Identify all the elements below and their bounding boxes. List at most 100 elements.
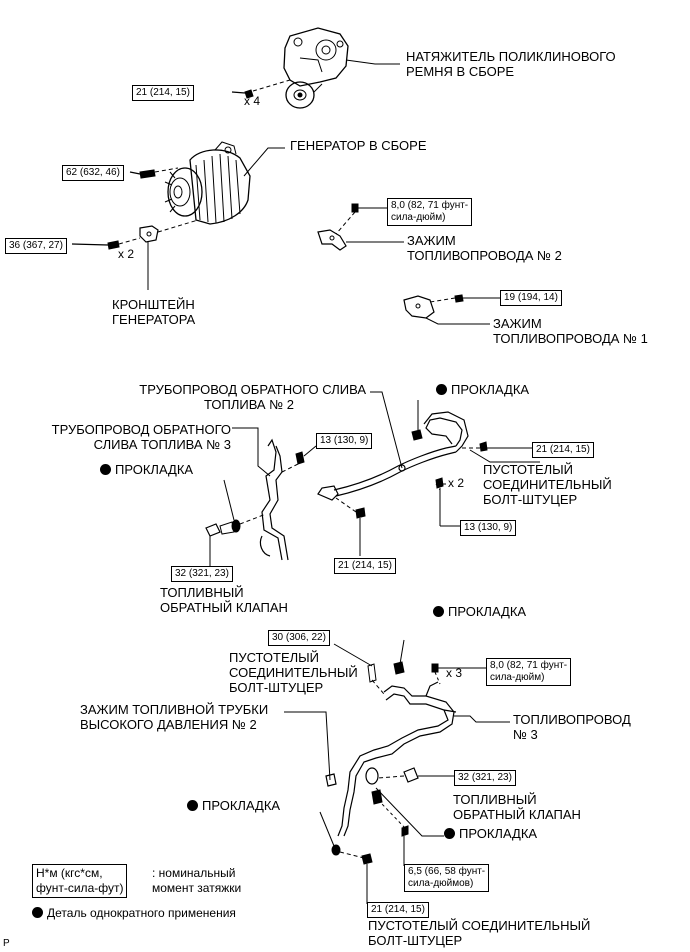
generator-bracket — [139, 225, 159, 243]
fuel-pipe-clamp-2 — [317, 229, 347, 251]
tensioner-label-line1: НАТЯЖИТЕЛЬ ПОЛИКЛИНОВОГО — [406, 49, 616, 64]
qty-x3: x 3 — [446, 666, 463, 680]
single-use-dot-icon — [444, 828, 455, 839]
qty-x2-pipe: x 2 — [448, 476, 465, 490]
legend-single-use: Деталь однократного применения — [32, 906, 236, 921]
tensioner-label: НАТЯЖИТЕЛЬ ПОЛИКЛИНОВОГО РЕМНЯ В СБОРЕ — [406, 49, 616, 79]
generator-label: ГЕНЕРАТОР В СБОРЕ — [290, 138, 427, 153]
legend-unit-desc-line2: момент затяжки — [152, 881, 242, 895]
corner-mark: P — [3, 938, 10, 949]
single-use-dot-icon — [187, 800, 198, 811]
gasket-label-3: ПРОКЛАДКА — [433, 604, 526, 619]
union-bolt3-label-line2: БОЛТ-ШТУЦЕР — [368, 933, 463, 948]
bracket-label-line2: ГЕНЕРАТОРА — [112, 312, 196, 327]
bracket-label-line1: КРОНШТЕЙН — [112, 297, 195, 312]
torque-small-line1: 6,5 (66, 58 фунт- — [408, 866, 486, 877]
hp-clamp-label: ЗАЖИМ ТОПЛИВНОЙ ТРУБКИ ВЫСОКОГО ДАВЛЕНИЯ… — [80, 702, 268, 732]
legend-unit-line1: Н*м (кгс*см, — [36, 866, 103, 880]
check-valve1-label-line2: ОБРАТНЫЙ КЛАПАН — [160, 600, 288, 615]
gasket-text-4: ПРОКЛАДКА — [202, 798, 281, 813]
legend-unit-desc: : номинальный момент затяжки — [152, 866, 241, 896]
clamp1-label: ЗАЖИМ ТОПЛИВОПРОВОДА № 1 — [493, 316, 648, 346]
torque-x3-line1: 8,0 (82, 71 фунт- — [490, 660, 568, 671]
torque-clamp2: 8,0 (82, 71 фунт- сила-дюйм) — [387, 198, 473, 226]
union-bolt1-label-line1: ПУСТОТЕЛЫЙ — [483, 462, 574, 477]
fuel-pipe-3 — [337, 681, 457, 837]
torque-small: 6,5 (66, 58 фунт- сила-дюймов) — [404, 864, 490, 892]
fuel-pipe3-label: ТОПЛИВОПРОВОД № 3 — [513, 712, 631, 742]
torque-union3: 21 (214, 15) — [367, 902, 429, 918]
torque-clamp2-line2: сила-дюйм) — [391, 212, 446, 223]
return-pipe3-label-line1: ТРУБОПРОВОД ОБРАТНОГО — [51, 422, 231, 437]
tensioner-assembly — [283, 27, 349, 109]
fuel-pipe-clamp-1 — [403, 295, 435, 319]
tensioner-label-line2: РЕМНЯ В СБОРЕ — [406, 64, 515, 79]
single-use-dot-icon — [436, 384, 447, 395]
check-valve1-label: ТОПЛИВНЫЙ ОБРАТНЫЙ КЛАПАН — [160, 585, 288, 615]
gasket-text-3: ПРОКЛАДКА — [448, 604, 527, 619]
union-bolt3-label-line1: ПУСТОТЕЛЫЙ СОЕДИНИТЕЛЬНЫЙ — [368, 918, 591, 933]
return-pipe2-label: ТРУБОПРОВОД ОБРАТНОГО СЛИВА ТОПЛИВА № 2 — [130, 382, 366, 412]
qty-x4: x 4 — [244, 94, 261, 108]
torque-valve1: 32 (321, 23) — [171, 566, 233, 582]
check-valve1-label-line1: ТОПЛИВНЫЙ — [160, 585, 244, 600]
union-bolt1-label-line3: БОЛТ-ШТУЦЕР — [483, 492, 578, 507]
gasket-label-1: ПРОКЛАДКА — [436, 382, 529, 397]
gasket-label-5: ПРОКЛАДКА — [444, 826, 537, 841]
return-pipe3-label: ТРУБОПРОВОД ОБРАТНОГО СЛИВА ТОПЛИВА № 3 — [43, 422, 231, 452]
legend-unit-desc-line1: : номинальный — [152, 866, 236, 880]
torque-pipe-bolt: 13 (130, 9) — [316, 433, 373, 449]
clamp1-label-line1: ЗАЖИМ — [493, 316, 542, 331]
legend-unit-box: Н*м (кгс*см, фунт-сила-фут) — [32, 864, 128, 898]
return-pipe2-label-line1: ТРУБОПРОВОД ОБРАТНОГО СЛИВА — [139, 382, 366, 397]
check-valve2-label: ТОПЛИВНЫЙ ОБРАТНЫЙ КЛАПАН — [453, 792, 581, 822]
gasket-text-1: ПРОКЛАДКА — [451, 382, 530, 397]
bracket-label: КРОНШТЕЙН ГЕНЕРАТОРА — [112, 297, 195, 327]
clamp1-label-line2: ТОПЛИВОПРОВОДА № 1 — [493, 331, 648, 346]
torque-clamp1: 19 (194, 14) — [500, 290, 562, 306]
union-bolt3-label: ПУСТОТЕЛЫЙ СОЕДИНИТЕЛЬНЫЙ БОЛТ-ШТУЦЕР — [368, 918, 590, 948]
torque-valve2: 32 (321, 23) — [454, 770, 516, 786]
single-use-dot-icon — [100, 464, 111, 475]
torque-small-line2: сила-дюймов) — [408, 878, 474, 889]
fuel-return-pipe-2 — [317, 411, 469, 501]
fuel-return-pipe-3 — [259, 438, 289, 561]
union-bolt2-label: ПУСТОТЕЛЫЙ СОЕДИНИТЕЛЬНЫЙ БОЛТ-ШТУЦЕР — [229, 650, 358, 695]
clamp2-label-line1: ЗАЖИМ — [407, 233, 456, 248]
return-pipe3-label-line2: СЛИВА ТОПЛИВА № 3 — [93, 437, 231, 452]
torque-union1: 21 (214, 15) — [532, 442, 594, 458]
hp-clamp-label-line1: ЗАЖИМ ТОПЛИВНОЙ ТРУБКИ — [80, 702, 269, 717]
torque-clamp2-line1: 8,0 (82, 71 фунт- — [391, 200, 469, 211]
torque-union2: 30 (306, 22) — [268, 630, 330, 646]
torque-pipe-mid: 21 (214, 15) — [334, 558, 396, 574]
union-bolt1-label-line2: СОЕДИНИТЕЛЬНЫЙ — [483, 477, 612, 492]
torque-x3: 8,0 (82, 71 фунт- сила-дюйм) — [486, 658, 572, 686]
fuel-pipe3-label-line1: ТОПЛИВОПРОВОД — [513, 712, 631, 727]
gasket-text-2: ПРОКЛАДКА — [115, 462, 194, 477]
clamp2-label: ЗАЖИМ ТОПЛИВОПРОВОДА № 2 — [407, 233, 562, 263]
single-use-dot-icon — [32, 907, 43, 918]
check-valve2-label-line1: ТОПЛИВНЫЙ — [453, 792, 537, 807]
union-bolt1-label: ПУСТОТЕЛЫЙ СОЕДИНИТЕЛЬНЫЙ БОЛТ-ШТУЦЕР — [483, 462, 612, 507]
union-bolt2-label-line2: СОЕДИНИТЕЛЬНЫЙ — [229, 665, 358, 680]
torque-generator-top: 62 (632, 46) — [62, 165, 124, 181]
single-use-dot-icon — [433, 606, 444, 617]
qty-x2-bracket: x 2 — [118, 247, 135, 261]
legend-single-use-text: Деталь однократного применения — [47, 906, 236, 920]
torque-bracket: 36 (367, 27) — [5, 238, 67, 254]
gasket-label-2: ПРОКЛАДКА — [100, 462, 193, 477]
hp-clamp-label-line2: ВЫСОКОГО ДАВЛЕНИЯ № 2 — [80, 717, 257, 732]
union-bolt2-label-line3: БОЛТ-ШТУЦЕР — [229, 680, 324, 695]
return-pipe2-label-line2: ТОПЛИВА № 2 — [204, 397, 294, 412]
torque-pipe-x2: 13 (130, 9) — [460, 520, 517, 536]
legend-unit-line2: фунт-сила-фут) — [36, 881, 124, 895]
generator-assembly — [164, 141, 251, 225]
fuel-pipe3-label-line2: № 3 — [513, 727, 538, 742]
torque-tensioner: 21 (214, 15) — [132, 85, 194, 101]
torque-x3-line2: сила-дюйм) — [490, 672, 545, 683]
gasket-text-5: ПРОКЛАДКА — [459, 826, 538, 841]
check-valve2-label-line2: ОБРАТНЫЙ КЛАПАН — [453, 807, 581, 822]
clamp2-label-line2: ТОПЛИВОПРОВОДА № 2 — [407, 248, 562, 263]
gasket-label-4: ПРОКЛАДКА — [187, 798, 280, 813]
